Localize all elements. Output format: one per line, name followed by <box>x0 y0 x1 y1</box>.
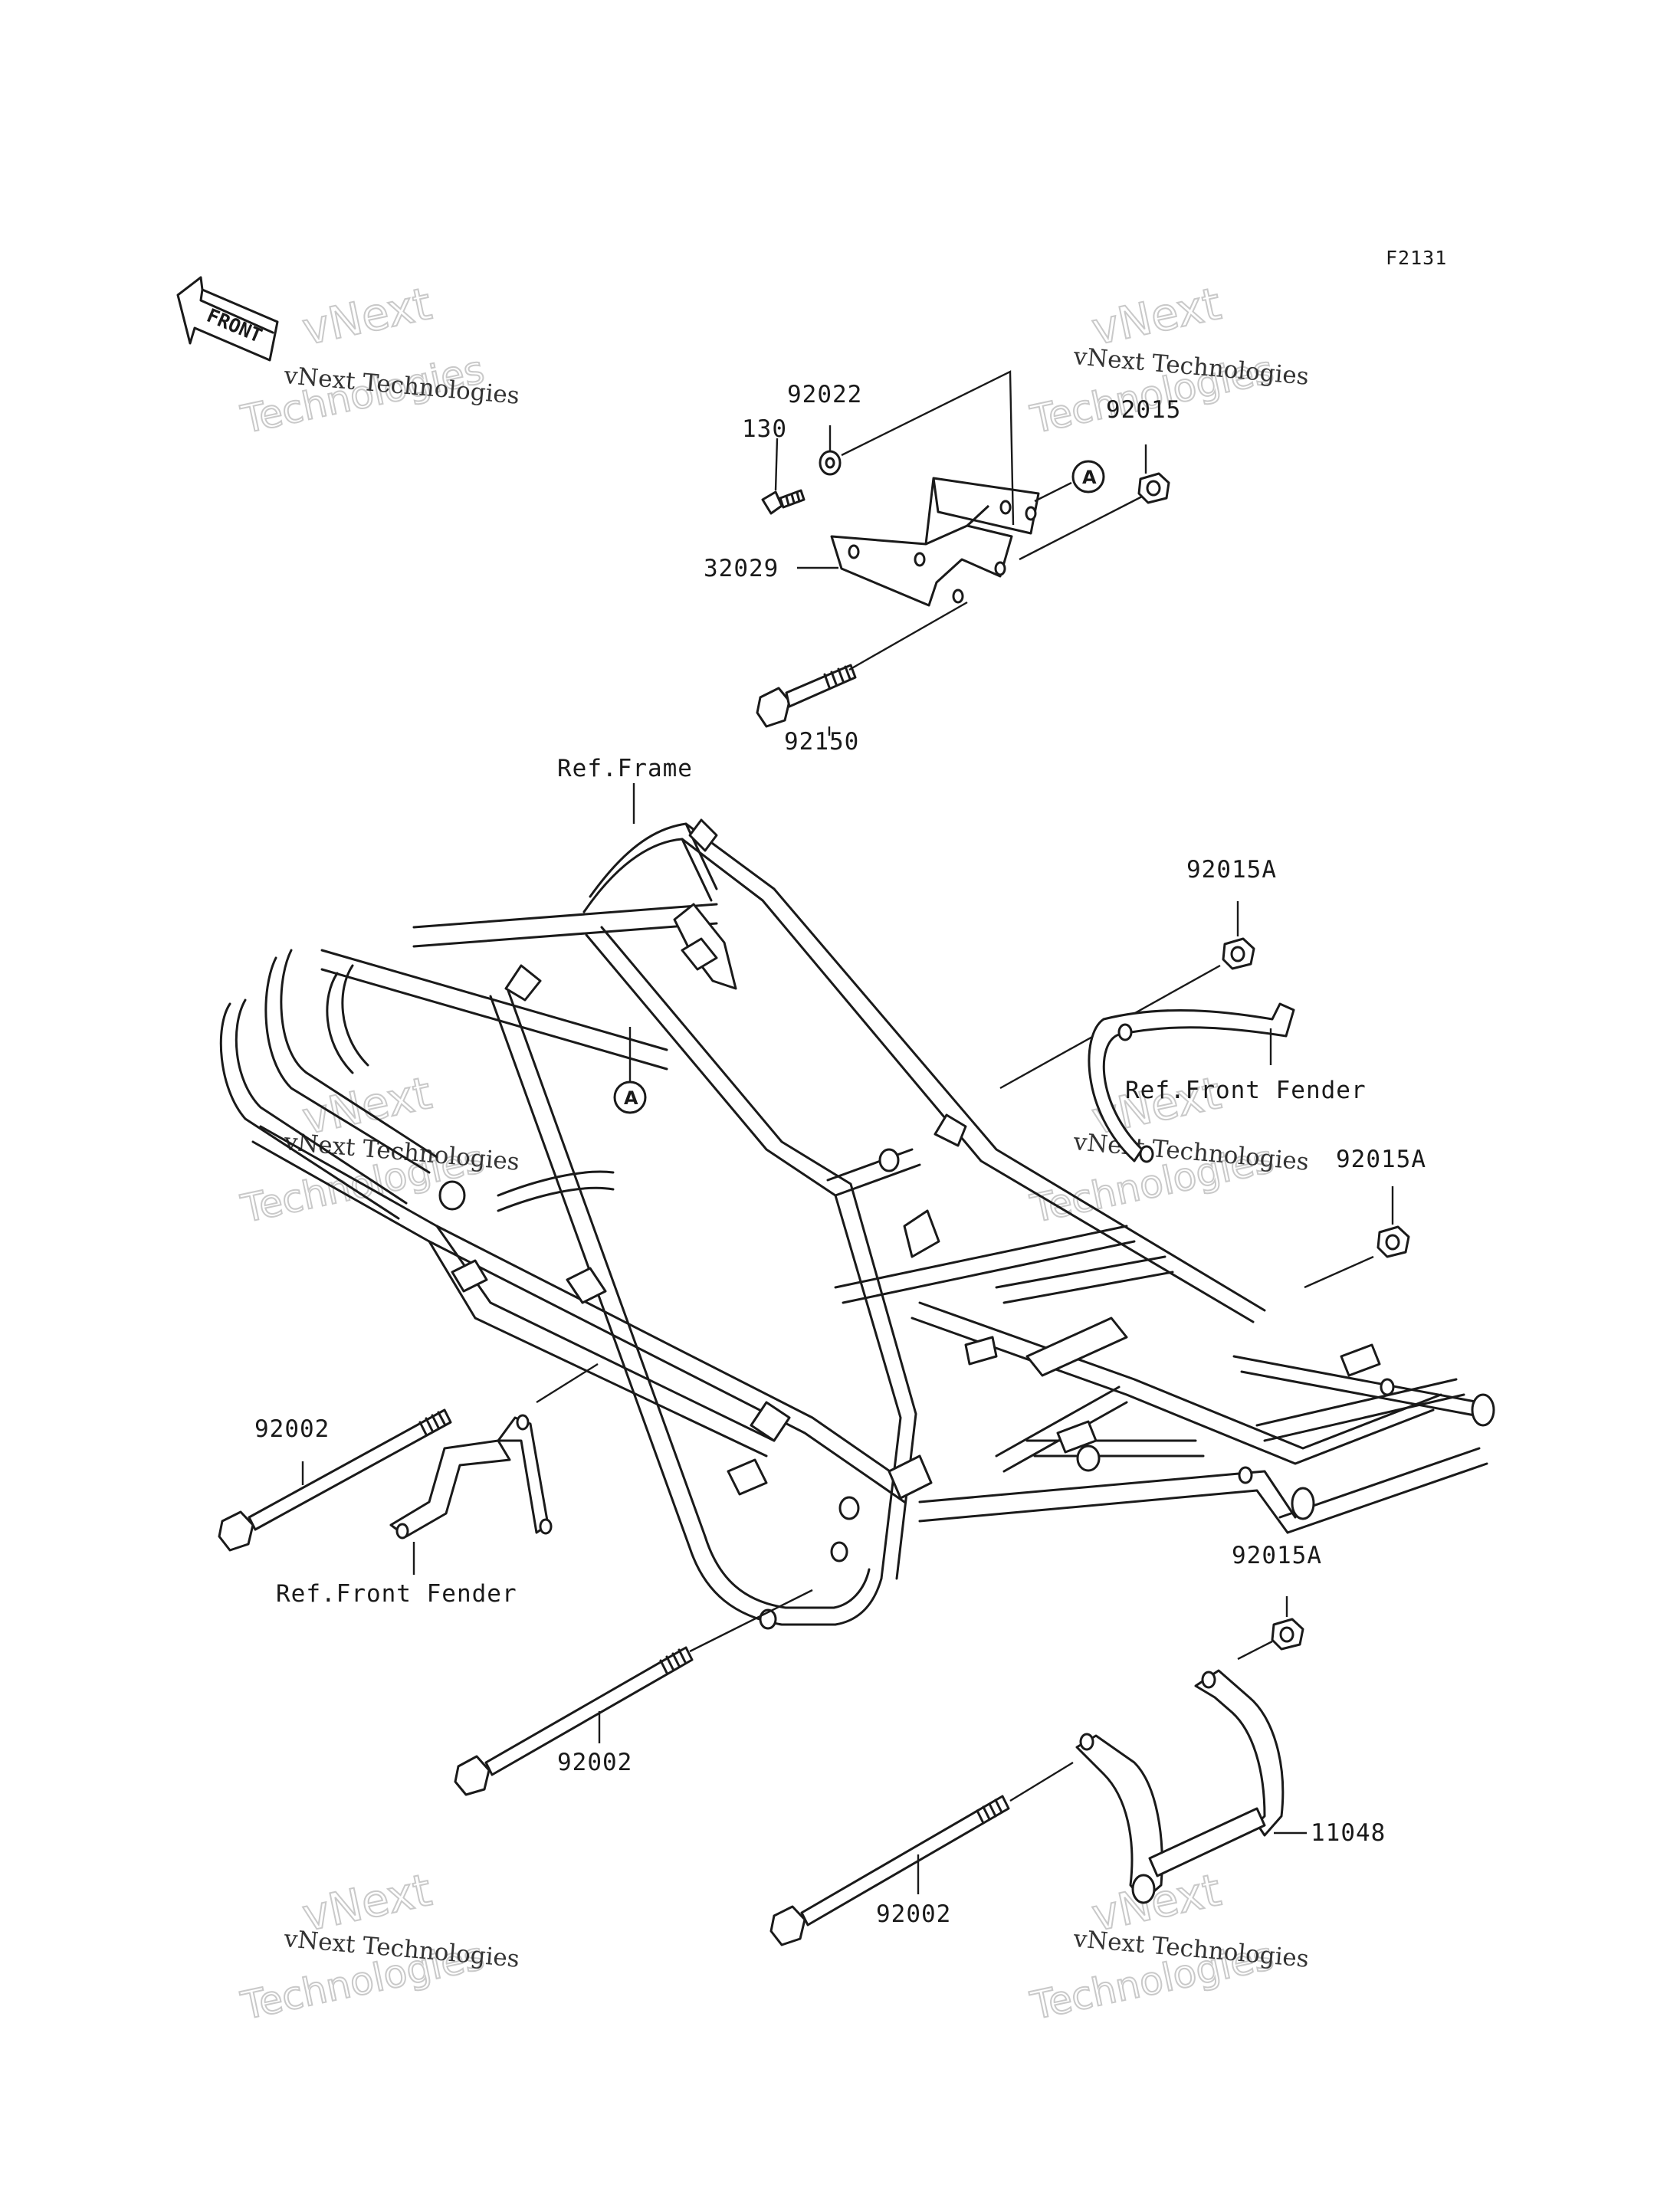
label-92002-2: 92002 <box>557 1749 632 1776</box>
label-92015A-1: 92015A <box>1186 856 1277 884</box>
watermark-bottom-left: vNext Technologies vNext Technologies <box>236 1863 520 2029</box>
engine-bracket-assembly: A <box>756 370 1170 736</box>
front-arrow-icon: FRONT <box>176 276 279 362</box>
svg-text:A: A <box>1082 467 1097 488</box>
label-ref-frame: Ref.Frame <box>557 755 693 782</box>
label-92150: 92150 <box>784 728 859 756</box>
nut-92015A-2 <box>1304 1186 1410 1289</box>
front-fender-bracket-1 <box>1088 1002 1295 1163</box>
label-92022: 92022 <box>787 381 862 408</box>
watermark-bottom-right: vNext Technologies vNext Technologies <box>1025 1863 1310 2029</box>
label-11048: 11048 <box>1311 1819 1386 1847</box>
atv-frame: A <box>219 818 1495 1630</box>
nut-92015A-3 <box>1237 1596 1304 1661</box>
watermark-ghost-top: vNext <box>1088 277 1226 356</box>
label-32029: 32029 <box>704 555 779 582</box>
bolt-130 <box>761 489 806 515</box>
nut-92015A-1 <box>999 901 1255 1090</box>
watermark-ghost-top: vNext <box>298 277 436 356</box>
front-fender-bracket-2 <box>389 1362 599 1575</box>
label-92015: 92015 <box>1106 396 1181 424</box>
callout-a-top: A <box>1071 460 1105 494</box>
callout-a-frame: A <box>613 1080 647 1114</box>
figure-code: F2131 <box>1386 247 1447 269</box>
label-92015A-3: 92015A <box>1232 1542 1322 1569</box>
label-ref-front-fender-1: Ref.Front Fender <box>1125 1077 1367 1104</box>
watermark-top-left: vNext Technologies vNext Technologies <box>236 277 520 443</box>
bolt-92002-3 <box>769 1761 1074 1946</box>
label-92002-1: 92002 <box>254 1415 330 1443</box>
label-92015A-2: 92015A <box>1336 1146 1426 1173</box>
nut-92015 <box>1137 472 1170 504</box>
bolt-92002-2 <box>454 1589 813 1796</box>
label-92002-3: 92002 <box>876 1900 951 1928</box>
svg-text:A: A <box>624 1087 638 1109</box>
bracket-32029 <box>830 477 1040 607</box>
bolt-92002-1 <box>218 1408 452 1552</box>
label-ref-front-fender-2: Ref.Front Fender <box>276 1580 517 1608</box>
bolt-92150 <box>756 664 857 728</box>
bracket-11048 <box>1075 1669 1307 1904</box>
label-130: 130 <box>742 415 787 443</box>
